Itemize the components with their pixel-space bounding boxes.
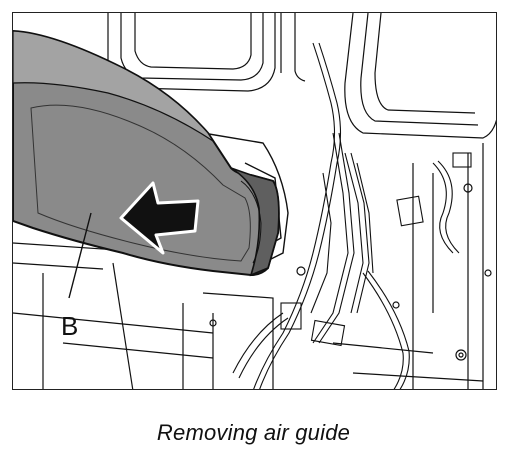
arrow-left-icon <box>119 181 200 255</box>
illustration-frame: B <box>12 12 497 390</box>
technical-illustration: B <box>13 13 496 389</box>
figure-caption: Removing air guide <box>156 420 351 445</box>
wiring-harness <box>232 42 472 389</box>
air-guide-part <box>13 29 280 277</box>
callout-leader-line <box>68 212 92 299</box>
callout-label-b: B <box>61 311 78 341</box>
background-structure <box>13 13 496 389</box>
